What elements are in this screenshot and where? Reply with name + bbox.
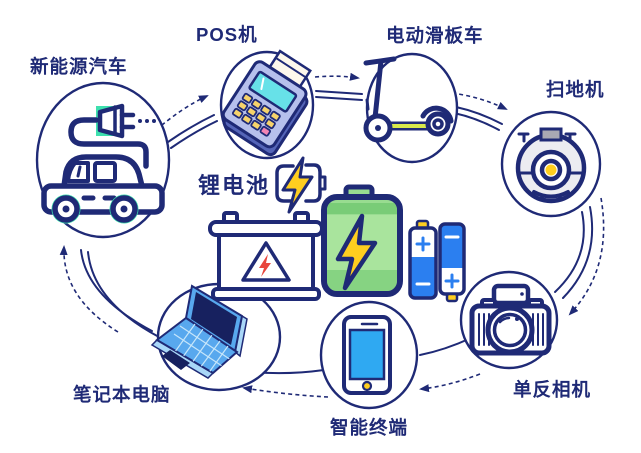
connector-scooter-to-robot [451,92,508,131]
label-pos-machine: POS机 [196,24,258,45]
node-smart-terminal [319,300,419,410]
connector-pos-to-scooter [314,72,363,101]
smartphone-icon [342,315,392,395]
node-laptop [150,282,282,392]
label-smart-terminal: 智能终端 [330,417,408,438]
label-laptop: 笔记本电脑 [73,384,171,405]
robot-vacuum-icon [515,127,587,204]
label-electric-scooter: 电动滑板车 [386,25,484,46]
node-new-energy-vehicle [35,81,171,239]
laptop-icon [150,284,248,379]
battery-bracket-bolt-icon [275,156,327,214]
connector-car-to-pos [155,95,218,149]
kick-scooter-icon [363,56,454,143]
aa-batteries-icon [408,219,466,303]
label-dslr-camera: 单反相机 [513,379,591,400]
electric-car-plug-icon [41,103,165,224]
node-sweeping-robot [500,110,602,218]
center-lithium-battery-group [208,156,466,303]
label-new-energy-vehicle: 新能源汽车 [30,56,128,77]
node-pos-machine [219,49,315,160]
pos-terminal-icon [221,49,312,157]
dslr-camera-icon [469,283,552,356]
label-lithium-battery: 锂电池 [198,173,270,198]
green-battery-bolt-icon [321,184,403,297]
node-electric-scooter [363,52,459,164]
connector-robot-to-camera [554,197,605,316]
label-sweeping-robot: 扫地机 [546,79,605,100]
connector-laptop-to-car [59,245,160,338]
car-battery-warning-icon [208,211,324,301]
node-dslr-camera [459,270,559,370]
